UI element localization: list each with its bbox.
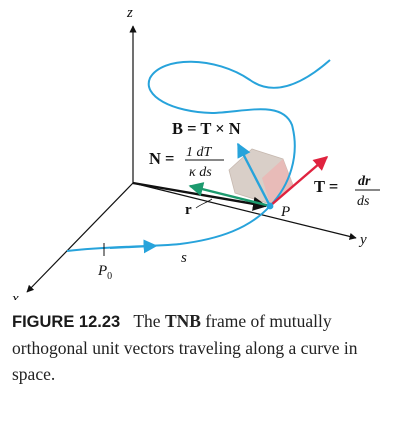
tangent-fraction-den: ds <box>357 194 370 209</box>
frame-cube-front <box>262 159 293 204</box>
normal-lhs: N = <box>149 149 174 168</box>
y-axis <box>132 182 357 240</box>
binormal-vector-b <box>236 142 272 207</box>
y-axis-label: y <box>358 232 367 248</box>
position-label-r: r <box>185 202 192 218</box>
arc-length-label-s: s <box>181 250 187 266</box>
normal-vector-n <box>188 182 271 208</box>
point-label-p: P <box>280 204 290 220</box>
normal-fraction-num: 1 dT <box>186 145 213 160</box>
caption-text-post: frame of mutually orthogonal unit vector… <box>12 311 358 384</box>
caption-text-pre: The <box>133 311 165 331</box>
x-axis <box>26 182 134 293</box>
x-axis-label: x <box>11 291 19 300</box>
space-curve-lower <box>66 205 271 252</box>
figure-caption: FIGURE 12.23 The TNB frame of mutually o… <box>12 308 402 387</box>
z-axis-label: z <box>126 5 133 21</box>
figure-number: FIGURE 12.23 <box>12 313 121 331</box>
binormal-equation: B = T × N <box>172 119 241 138</box>
point-label-p0: P0 <box>97 263 112 282</box>
caption-text-bold: TNB <box>164 311 201 331</box>
curve-direction-arrow <box>109 239 158 254</box>
point-p <box>266 202 274 210</box>
r-label-leader <box>195 198 213 209</box>
tnb-frame-diagram: z y x B = T × N N = 1 dT κ ds T = dr ds … <box>11 5 380 300</box>
tangent-vector-t <box>269 156 329 207</box>
tangent-fraction-num: dr <box>358 174 371 189</box>
tangent-lhs: T = <box>314 177 338 196</box>
space-curve-upper <box>147 59 331 207</box>
normal-fraction-den: κ ds <box>189 165 212 180</box>
